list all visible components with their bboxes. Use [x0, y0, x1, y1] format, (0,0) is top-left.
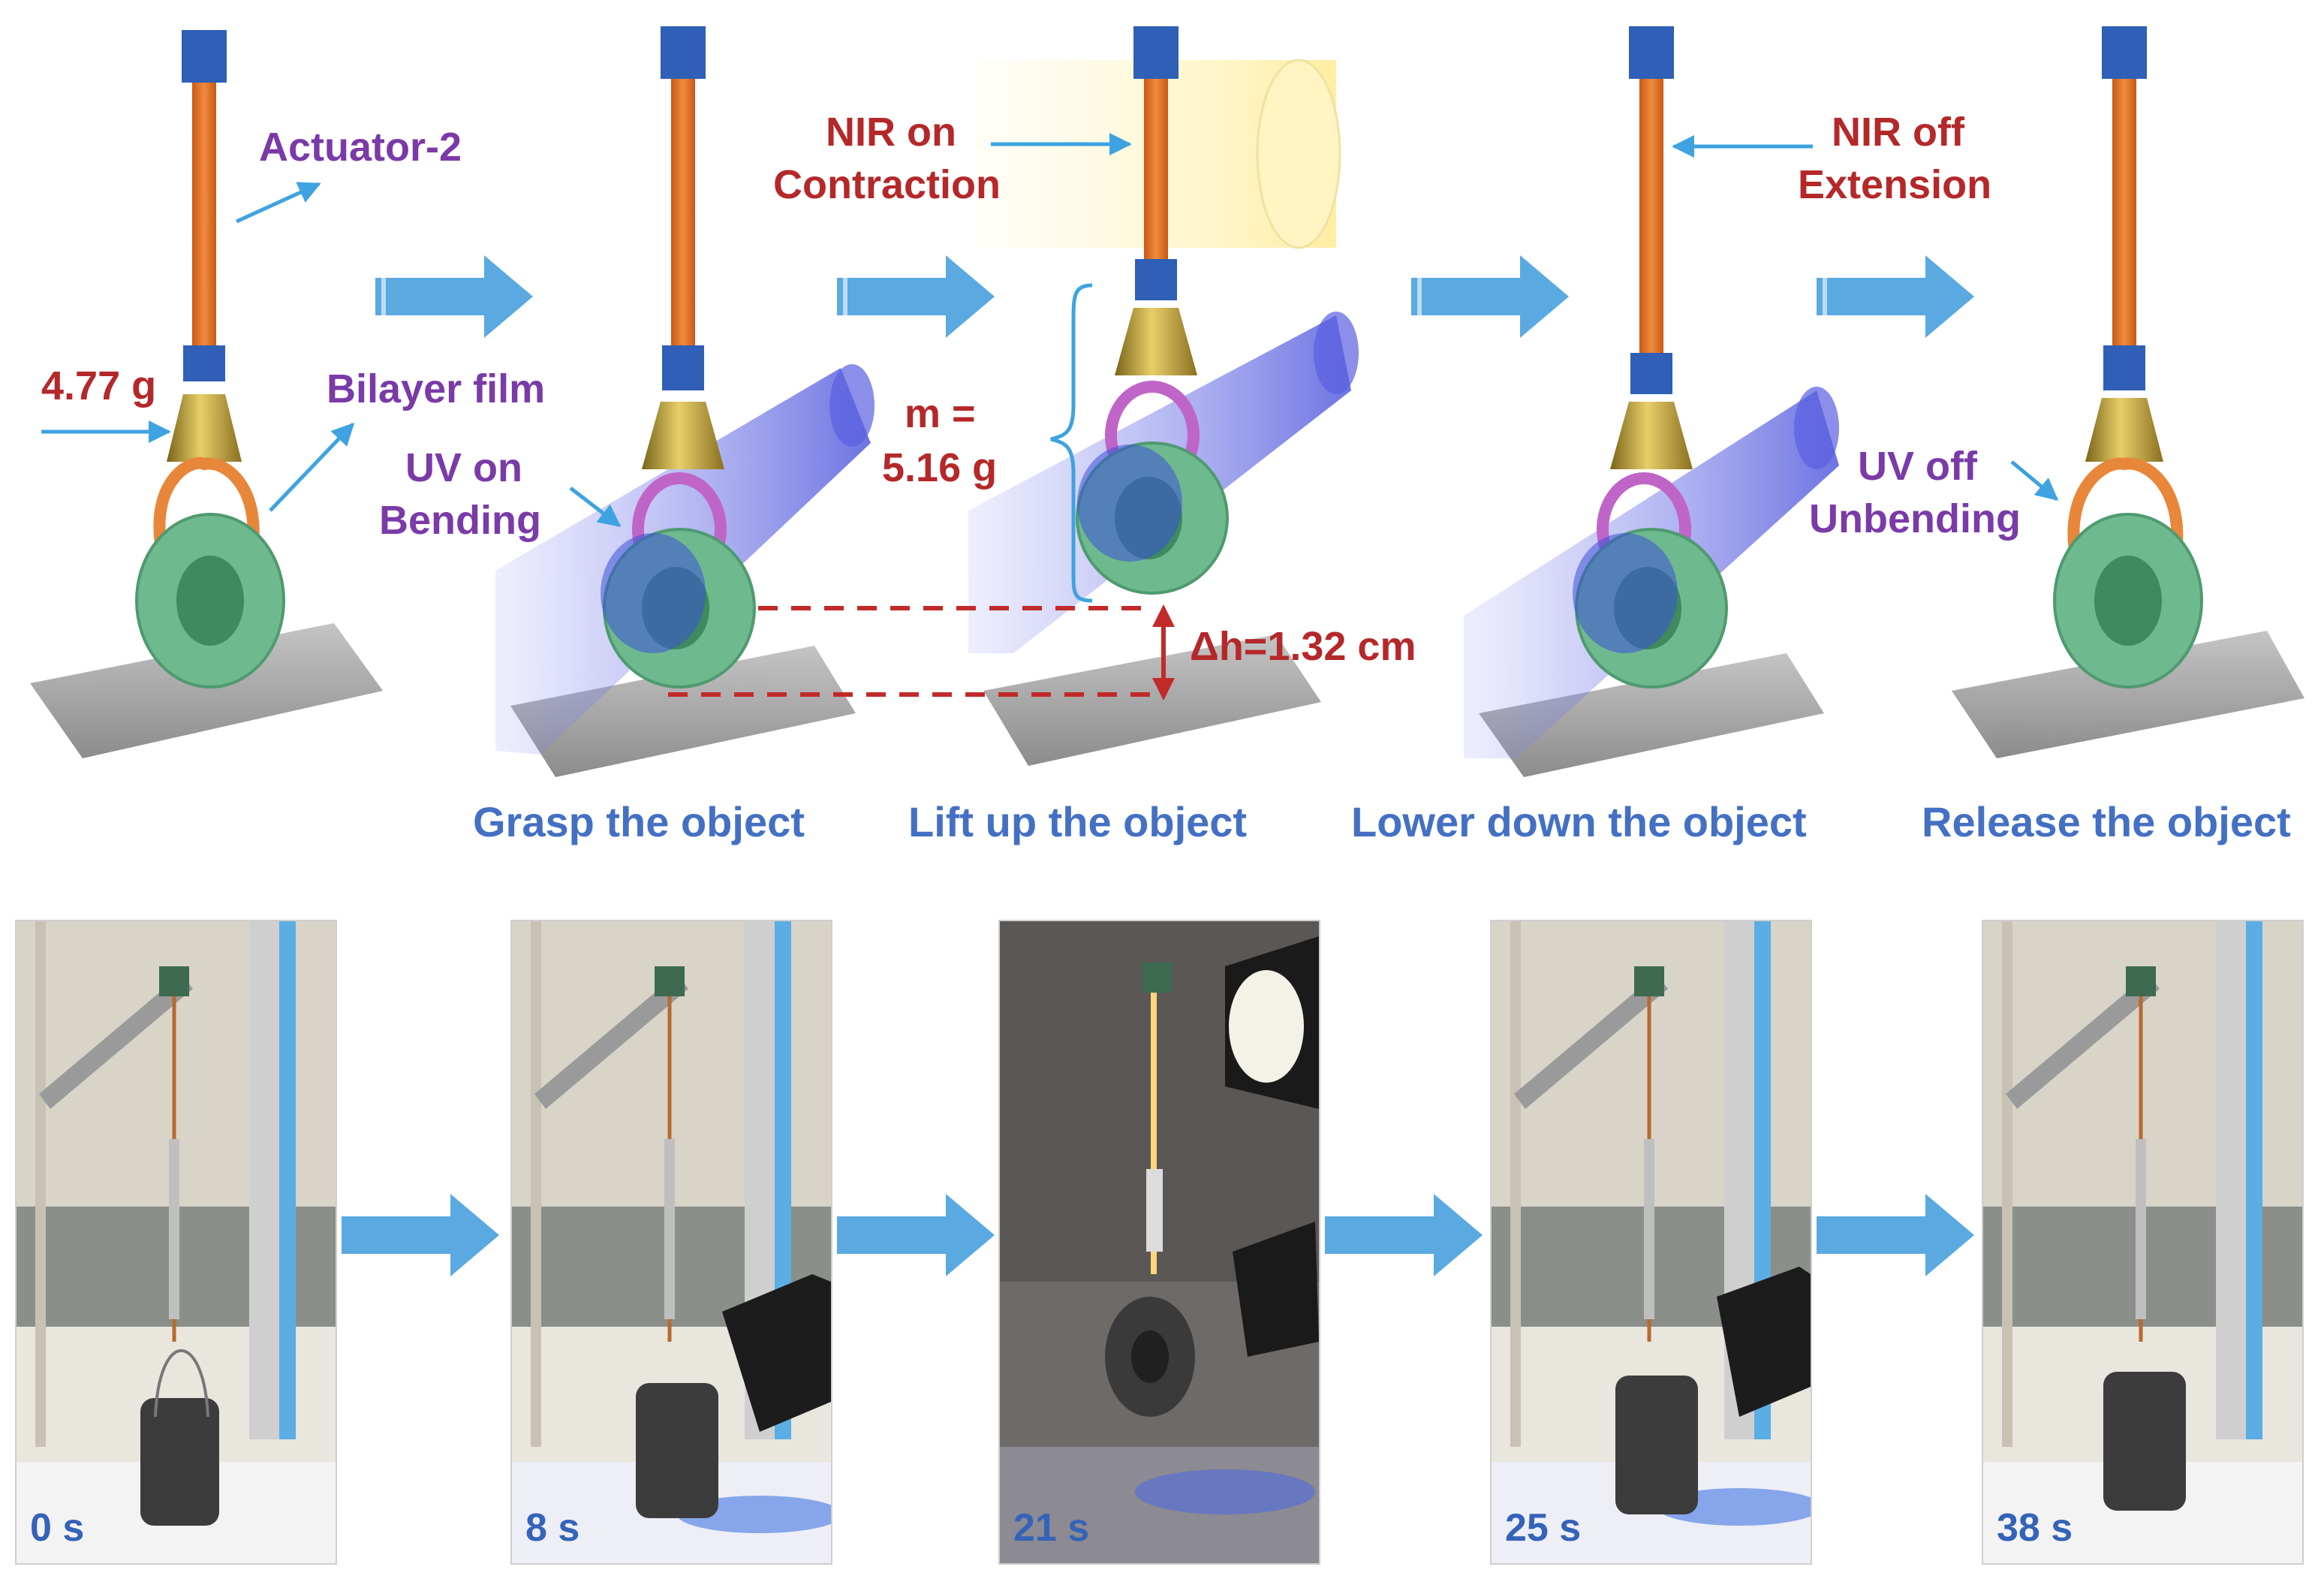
process-arrow-2: [837, 255, 995, 338]
photo-8s: [510, 920, 832, 1565]
nir-off-label-line1: NIR off: [1832, 110, 1964, 155]
photo-25s-scene: [1492, 921, 1811, 1563]
panel-lower: [1464, 26, 1839, 777]
photo-21s-scene: [1000, 921, 1319, 1563]
photo-38s-scene: [1983, 921, 2302, 1563]
uv-off-label-line1: UV off: [1858, 444, 1977, 489]
process-arrow-4: [1817, 255, 1974, 338]
photo-38s: [1982, 920, 2304, 1565]
panel-release: [1952, 26, 2304, 758]
caption-lower: Lower down the object: [1351, 798, 1807, 845]
time-label-1: 8 s: [525, 1506, 580, 1550]
time-label-4: 38 s: [1997, 1506, 2073, 1550]
panel-lift: [968, 26, 1359, 766]
bilayer-pointer: [269, 422, 355, 512]
delta-h-label: Δh=1.32 cm: [1190, 624, 1416, 669]
actuator-strip: [192, 83, 216, 349]
photo-21s: [998, 920, 1320, 1565]
nir-off-label-line2: Extension: [1798, 162, 1992, 207]
photo-0s: [15, 920, 337, 1565]
caption-grasp: Grasp the object: [473, 798, 805, 845]
uv-on-label-line1: UV on: [405, 445, 522, 490]
panel-initial: [30, 30, 383, 758]
schematic-diagram: [30, 26, 2304, 777]
photo-arrow-3: [1325, 1194, 1483, 1276]
photo-arrow-1: [342, 1194, 499, 1276]
photo-8s-scene: [512, 921, 831, 1563]
bilayer-label: Bilayer film: [327, 366, 546, 411]
time-label-3: 25 s: [1505, 1506, 1582, 1550]
bottom-clamp: [183, 345, 225, 381]
mass-label-line1: m =: [905, 391, 976, 436]
process-arrow-1: [375, 255, 533, 338]
photo-25s: [1490, 920, 1812, 1565]
uv-off-label-line2: Unbending: [1809, 496, 2021, 541]
uv-on-label-line2: Bending: [379, 498, 541, 543]
uv-off-pointer: [2010, 460, 2059, 501]
photo-arrow-4: [1817, 1194, 1974, 1276]
mass-brace: [1050, 283, 1093, 603]
actuator-pointer: [235, 182, 321, 224]
mass-label-line2: 5.16 g: [882, 445, 998, 490]
photo-arrow-2: [837, 1194, 995, 1276]
uv-on-pointer: [569, 487, 622, 527]
nir-on-label-line2: Contraction: [773, 162, 1001, 207]
time-label-0: 0 s: [30, 1506, 85, 1550]
weight-cone: [167, 394, 242, 462]
time-label-2: 21 s: [1013, 1506, 1090, 1550]
caption-lift: Lift up the object: [908, 798, 1248, 845]
bilayer-film: [153, 457, 260, 557]
actuator-label: Actuator-2: [259, 125, 462, 170]
base-plate: [30, 623, 383, 758]
initial-mass-label: 4.77 g: [41, 363, 157, 408]
panel-grasp: [495, 26, 875, 777]
photo-0s-scene: [17, 921, 336, 1563]
nir-on-label-line1: NIR on: [826, 110, 956, 155]
top-clamp: [182, 30, 227, 83]
process-arrow-3: [1411, 255, 1569, 338]
caption-release: Release the object: [1922, 798, 2291, 845]
